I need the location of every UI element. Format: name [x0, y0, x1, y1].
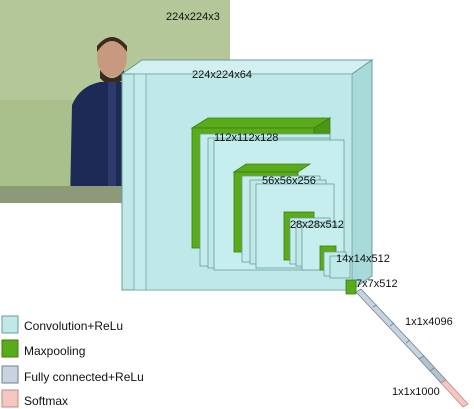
fc-layers: [355, 288, 447, 384]
block2-size-label: 112x112x128: [214, 132, 278, 144]
block5: [319, 245, 351, 279]
block1-size-label: 224x224x64: [192, 69, 252, 81]
legend-item-conv: Convolution+ReLu: [1, 315, 123, 334]
legend-swatch-softmax: [1, 389, 19, 408]
block2-maxpool-top: [190, 117, 332, 129]
legend-swatch-maxpool: [1, 339, 19, 358]
legend-swatch-conv: [1, 315, 19, 334]
legend-label-maxpool: Maxpooling: [24, 344, 85, 358]
softmax-size-label: 1x1x1000: [392, 386, 440, 398]
legend-swatch-fc: [1, 365, 19, 384]
legend-label-softmax: Softmax: [24, 394, 68, 408]
legend-item-maxpool: Maxpooling: [1, 339, 85, 358]
block3-size-label: 56x56x256: [262, 175, 316, 187]
legend-label-fc: Fully connected+ReLu: [24, 370, 144, 384]
softmax-layer: [440, 379, 469, 408]
pool5: [345, 279, 357, 295]
pool5-maxpool: [345, 279, 357, 295]
legend-item-softmax: Softmax: [1, 389, 68, 408]
block4-size-label: 28x28x512: [290, 219, 344, 231]
person-head: [97, 39, 127, 77]
block5-size-label: 14x14x512: [336, 253, 390, 265]
input-size-label: 224x224x3: [166, 11, 220, 23]
legend-label-conv: Convolution+ReLu: [24, 319, 123, 333]
pool5-size-label: 7x7x512: [356, 278, 398, 290]
fc-size-label: 1x1x4096: [405, 316, 453, 328]
legend: Convolution+ReLu Maxpooling Fully connec…: [1, 315, 144, 408]
legend-item-fc: Fully connected+ReLu: [1, 365, 144, 384]
